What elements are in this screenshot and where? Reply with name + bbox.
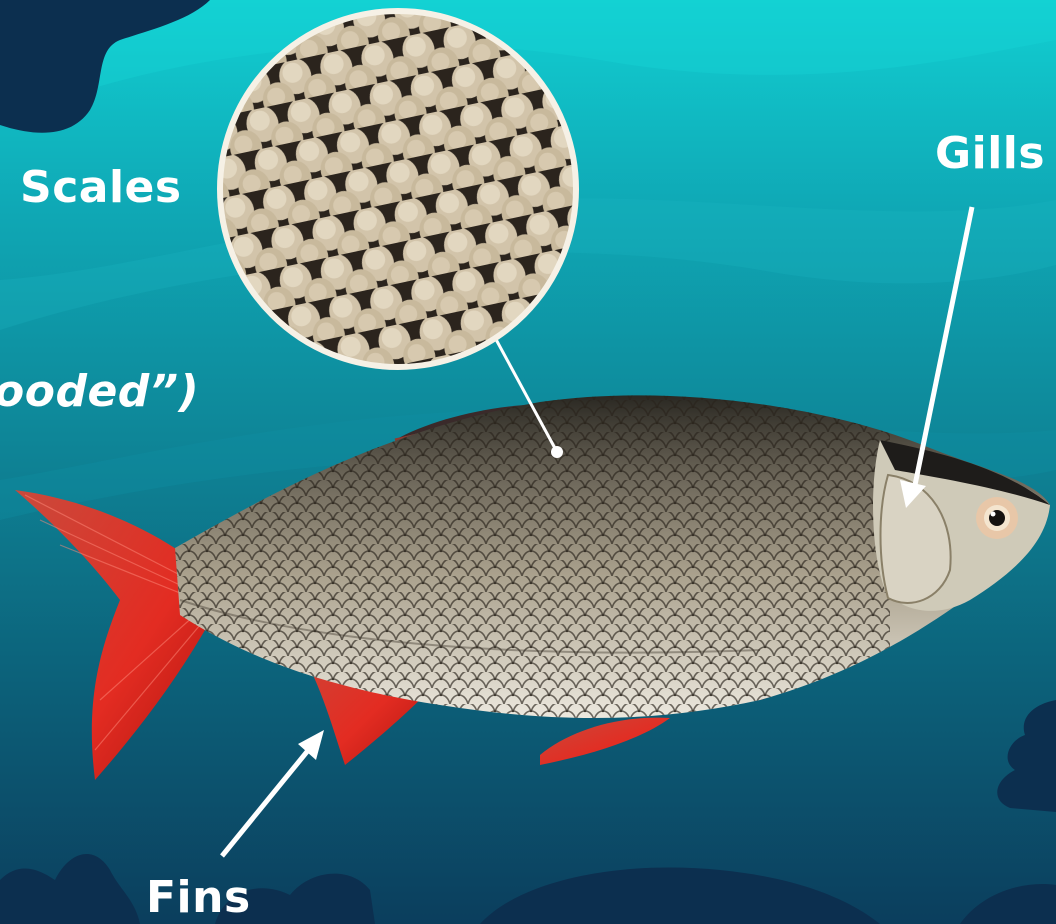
cropped-text-fragment: ooded”) [0, 370, 199, 414]
gills-label: Gills [935, 132, 1045, 176]
anal-fin [540, 718, 670, 765]
fins-label: Fins [146, 876, 251, 920]
scales-label: Scales [20, 166, 182, 210]
fins-arrow [222, 730, 324, 856]
tail-fin [15, 490, 205, 780]
